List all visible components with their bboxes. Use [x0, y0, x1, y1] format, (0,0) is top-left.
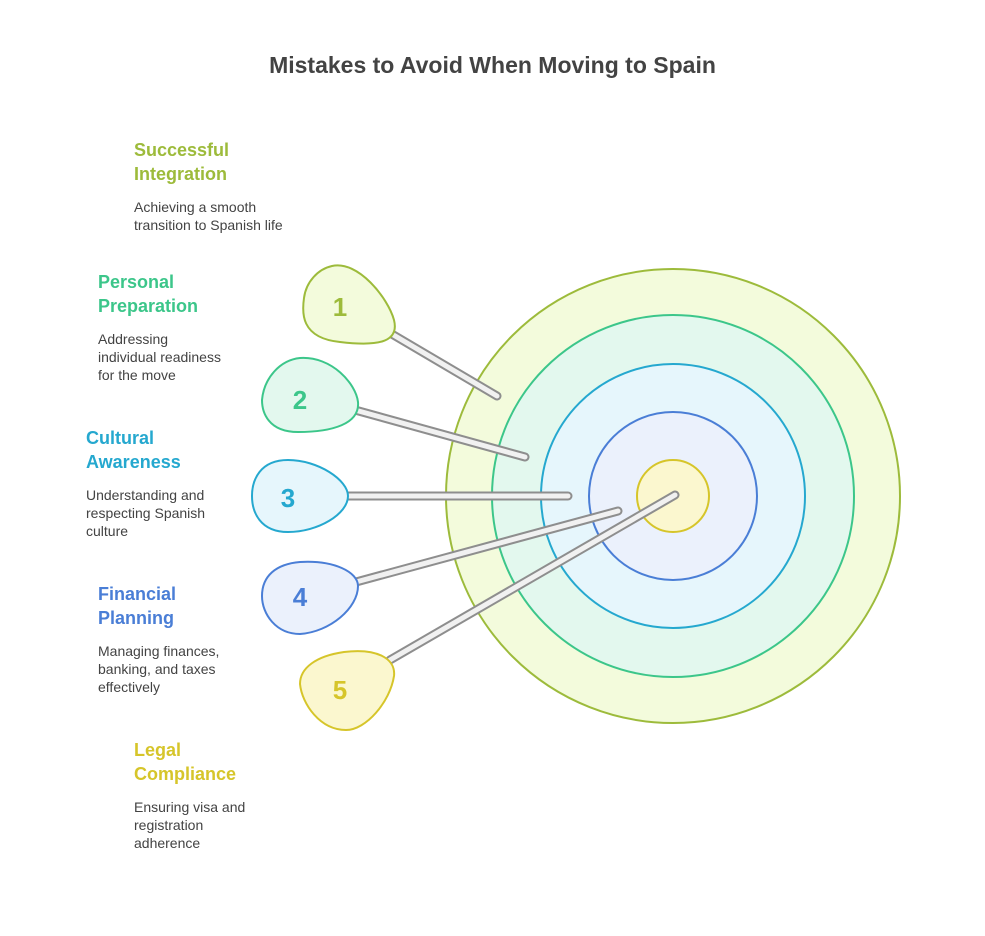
level-1-heading: Successful Integration [134, 140, 230, 184]
badge-1: 1 [333, 292, 347, 322]
level-5-block: Legal Compliance Ensuring visa and regis… [134, 738, 354, 852]
dart-5-tail [298, 650, 396, 732]
level-4-heading: Financial Planning [98, 584, 177, 628]
level-2-heading: Personal Preparation [98, 272, 199, 316]
dart-1: 1 [302, 264, 502, 401]
dart-4: 4 [260, 506, 623, 636]
level-2-block: Personal Preparation Addressing individu… [98, 270, 298, 384]
diagram-title: Mistakes to Avoid When Moving to Spain [269, 52, 716, 78]
level-4-description: Managing finances, banking, and taxes ef… [98, 643, 220, 695]
level-5-description: Ensuring visa and registration adherence [134, 799, 246, 851]
level-1-block: Successful Integration Achieving a smoot… [134, 138, 394, 234]
level-3-block: Cultural Awareness Understanding and res… [86, 426, 251, 540]
dart-4-tail [260, 560, 360, 636]
dart-3-tail [250, 458, 350, 534]
badge-3: 3 [281, 483, 295, 513]
badge-5: 5 [333, 675, 347, 705]
level-2-description: Addressing individual readiness for the … [98, 331, 221, 383]
dart-2: 2 [260, 356, 530, 462]
level-5-heading: Legal Compliance [134, 740, 237, 784]
dart-3: 3 [250, 458, 573, 534]
level-3-heading: Cultural Awareness [86, 428, 181, 472]
level-4-block: Financial Planning Managing finances, ba… [98, 582, 268, 696]
dart-5: 5 [298, 490, 680, 732]
dart-1-tail [302, 264, 396, 345]
dart-2-tail [260, 356, 360, 434]
badge-2: 2 [293, 385, 307, 415]
badge-4: 4 [293, 582, 308, 612]
level-1-description: Achieving a smooth transition to Spanish… [134, 199, 283, 233]
level-3-description: Understanding and respecting Spanish cul… [86, 487, 206, 539]
